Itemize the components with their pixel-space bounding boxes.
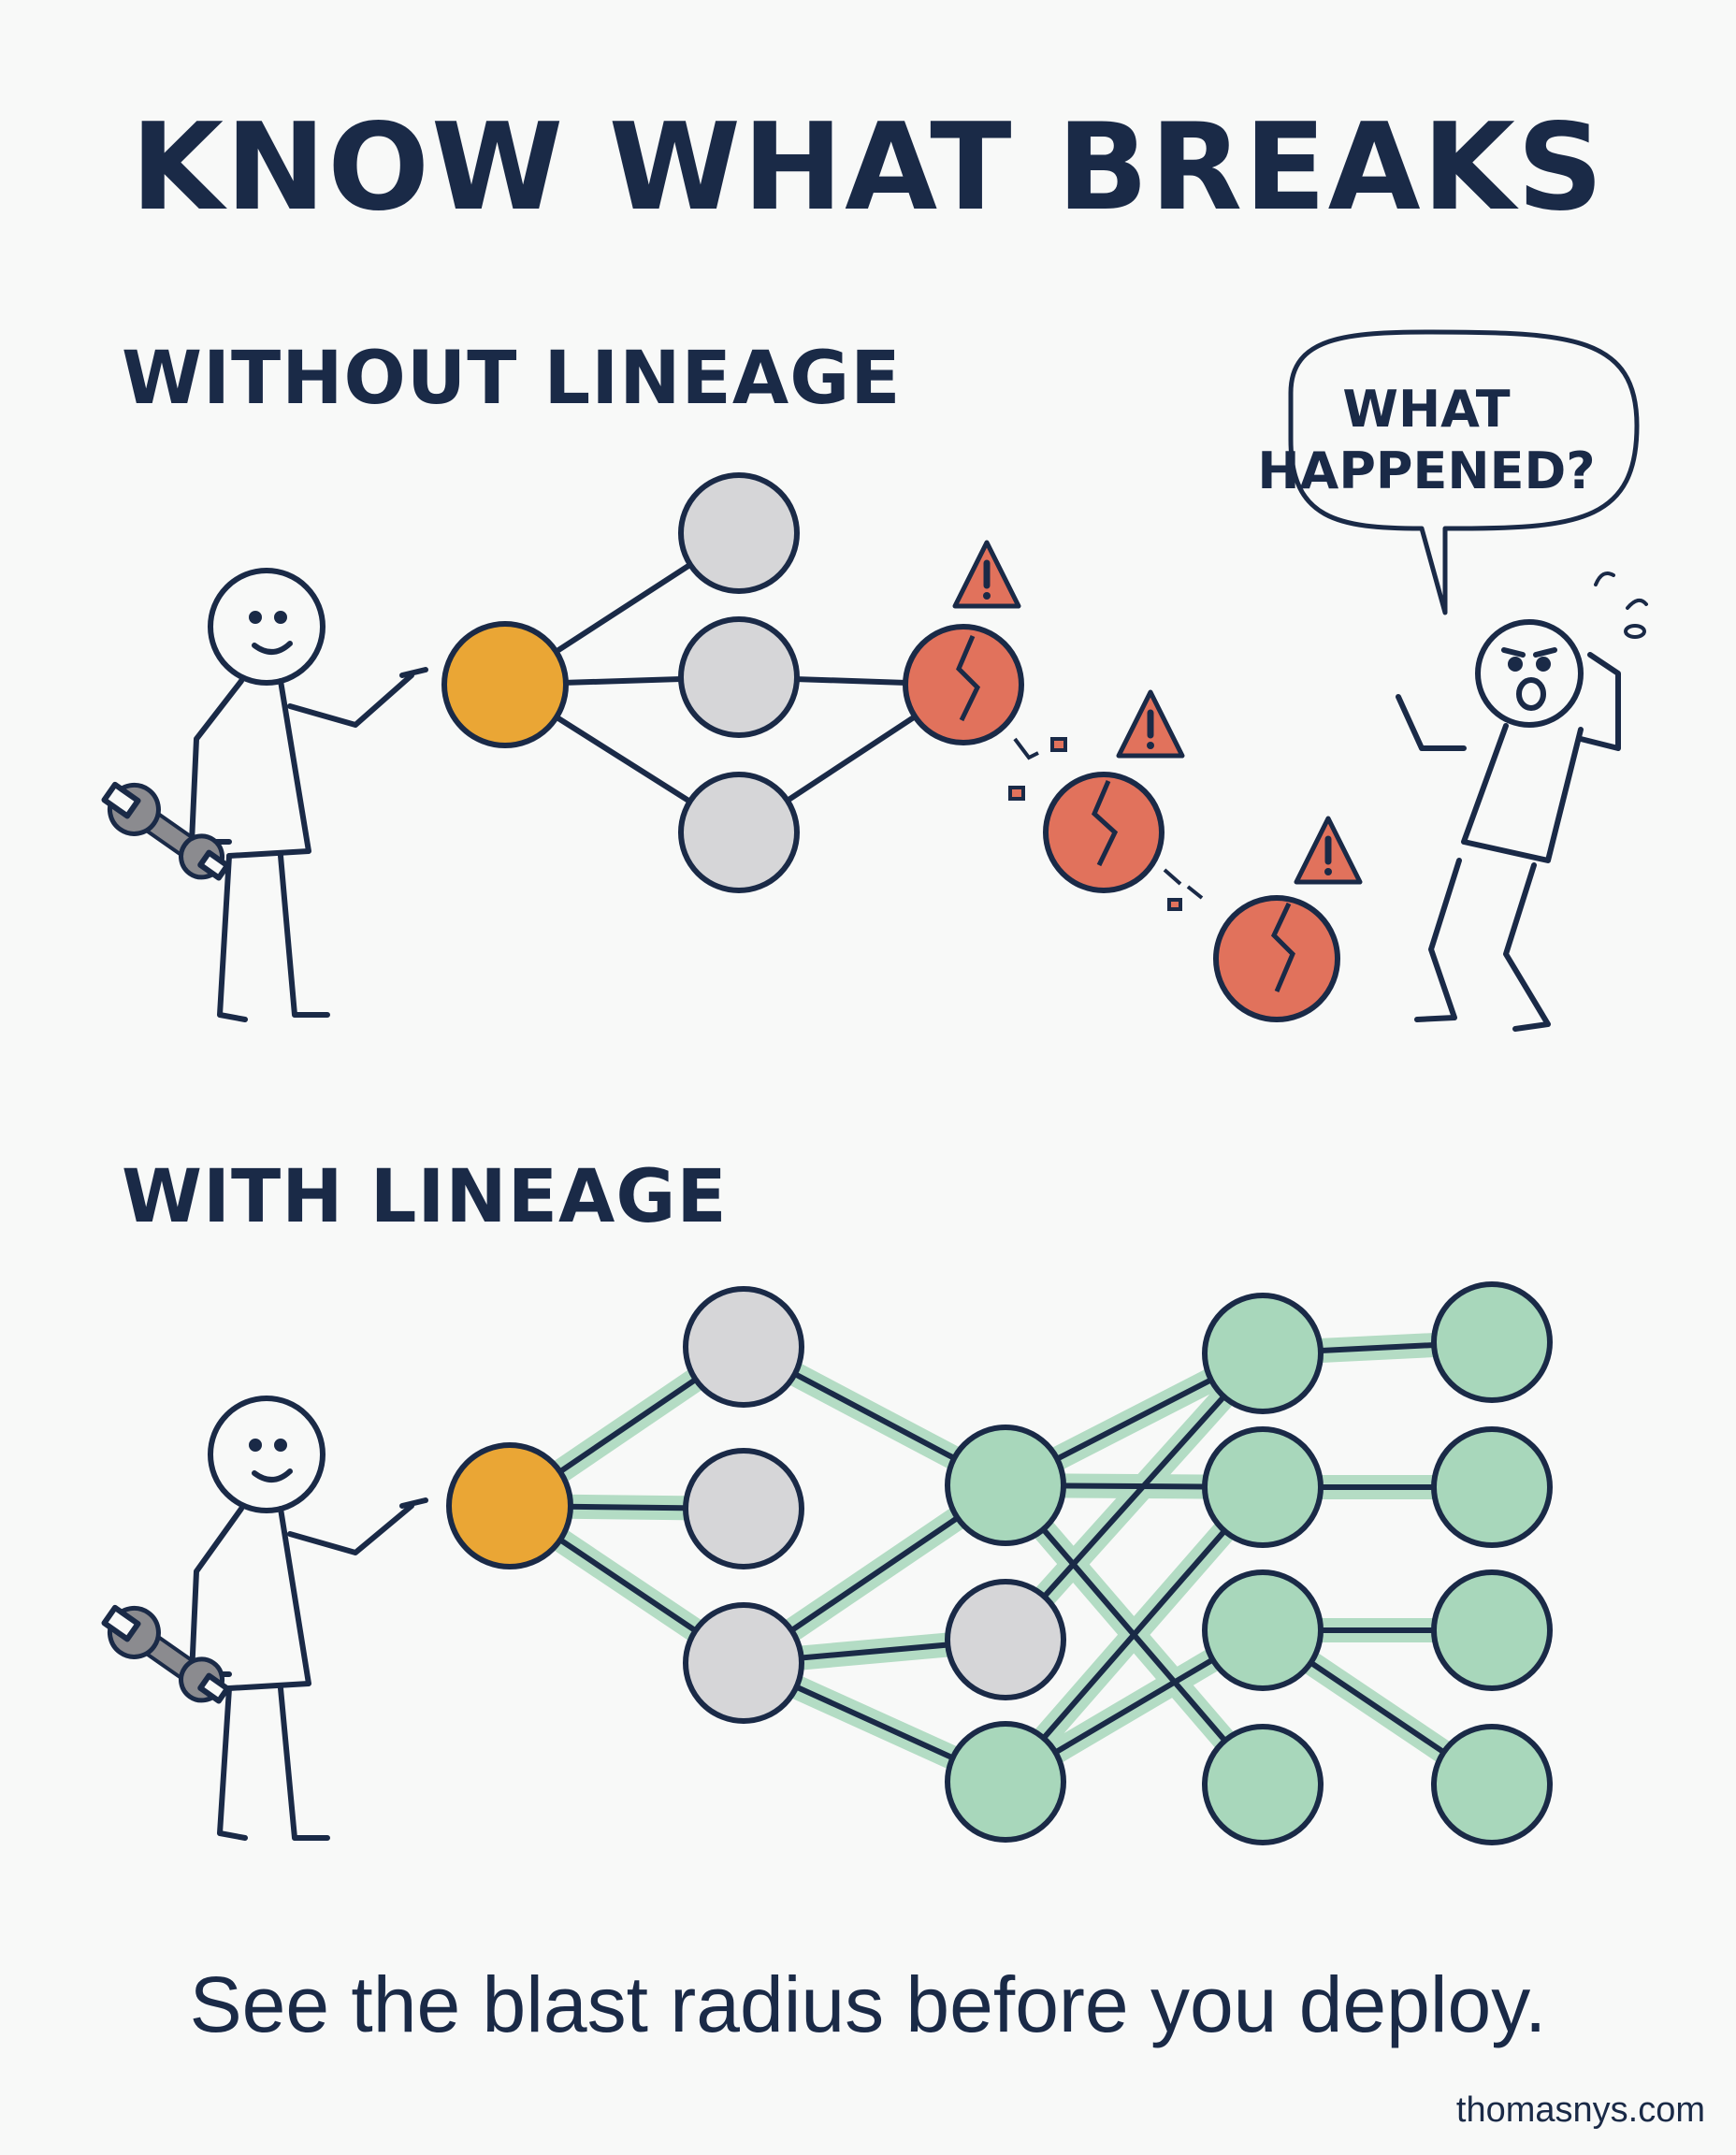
speech-line-2: HAPPENED? <box>1257 441 1596 500</box>
impacted-node <box>1431 1569 1553 1691</box>
source-node <box>441 621 569 748</box>
wrench-icon <box>95 773 237 891</box>
with-lineage-diagram <box>95 1281 1553 1845</box>
speech-line-1: WHAT <box>1342 380 1511 439</box>
tagline: See the blast radius before you deploy. <box>189 1960 1547 2048</box>
crack-icon <box>956 635 981 722</box>
section-heading-with-lineage: WITH LINEAGE <box>122 1155 728 1239</box>
impacted-node <box>1202 1569 1324 1691</box>
page-title: KNOW WHAT BREAKS <box>130 98 1606 238</box>
engineer-figure <box>95 568 428 1022</box>
crack-icon <box>1270 902 1295 992</box>
speech-bubble-text: WHAT HAPPENED? <box>1207 379 1646 502</box>
impacted-node <box>1202 1426 1324 1548</box>
impacted-node <box>1431 1281 1553 1403</box>
impacted-node <box>1431 1426 1553 1548</box>
downstream-node <box>683 1602 804 1724</box>
impacted-node <box>1431 1724 1553 1845</box>
impacted-node <box>1202 1724 1324 1845</box>
break-debris <box>1163 868 1204 911</box>
section-heading-without-lineage: WITHOUT LINEAGE <box>122 337 902 421</box>
site-credit: thomasnys.com <box>1455 2090 1705 2130</box>
break-debris <box>1008 737 1067 801</box>
warning-icon <box>1296 818 1360 882</box>
lineage-edges <box>508 1339 1494 1787</box>
warning-icon <box>1119 692 1182 756</box>
without-lineage-diagram <box>95 329 1648 1032</box>
broken-node <box>1213 895 1340 1022</box>
wrench-icon <box>95 1596 237 1714</box>
warning-icon <box>955 542 1019 606</box>
downstream-node <box>683 1448 804 1569</box>
downstream-node <box>678 772 800 893</box>
impacted-node <box>945 1425 1066 1546</box>
impacted-node <box>945 1721 1066 1843</box>
impacted-node <box>1202 1293 1324 1414</box>
downstream-node <box>678 616 800 738</box>
broken-node <box>903 624 1024 745</box>
engineer-figure <box>95 1396 428 1841</box>
downstream-node <box>683 1286 804 1408</box>
downstream-node <box>945 1579 1066 1700</box>
broken-node <box>1043 772 1165 893</box>
crack-icon <box>1092 780 1119 867</box>
downstream-node <box>678 472 800 594</box>
source-node <box>446 1442 573 1569</box>
worried-figure <box>1396 571 1648 1032</box>
speech-bubble <box>1288 329 1640 615</box>
